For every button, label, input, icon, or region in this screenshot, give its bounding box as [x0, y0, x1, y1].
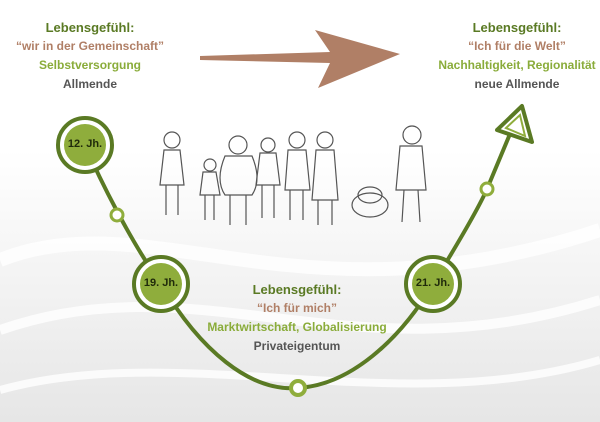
middle-quote: “Ich für mich”	[256, 301, 337, 315]
brush-arrow-icon	[200, 30, 400, 88]
left-quote: “wir in der Gemeinschaft”	[15, 39, 165, 53]
era-label-12: 12. Jh.	[67, 138, 103, 150]
left-line2: Allmende	[62, 77, 117, 91]
left-line1: Selbstversorgung	[38, 58, 142, 72]
era-label-21: 21. Jh.	[415, 277, 451, 289]
timeline-node	[289, 379, 307, 397]
right-text-block: Lebensgefühl: “Ich für die Welt” Nachhal…	[407, 18, 600, 94]
people-illustration	[159, 125, 427, 225]
era-circle-19	[132, 255, 190, 313]
era-label-19: 19. Jh.	[143, 277, 179, 289]
middle-title: Lebensgefühl:	[252, 282, 342, 297]
middle-text-block: Lebensgefühl: “Ich für mich” Marktwirtsc…	[187, 280, 407, 356]
right-quote: “Ich für die Welt”	[468, 39, 566, 53]
timeline-node	[109, 207, 125, 223]
arrow-head-icon	[495, 104, 534, 144]
right-line2: neue Allmende	[474, 77, 560, 91]
middle-line1: Marktwirtschaft, Globalisierung	[207, 320, 387, 334]
left-title: Lebensgefühl:	[45, 20, 135, 35]
era-circle-21	[404, 255, 462, 313]
right-title: Lebensgefühl:	[472, 20, 562, 35]
middle-line2: Privateigentum	[253, 339, 341, 353]
left-text-block: Lebensgefühl: “wir in der Gemeinschaft” …	[0, 18, 200, 94]
right-line1: Nachhaltigkeit, Regionalität	[438, 58, 596, 72]
era-circle-12	[56, 116, 114, 174]
timeline-node	[479, 181, 495, 197]
